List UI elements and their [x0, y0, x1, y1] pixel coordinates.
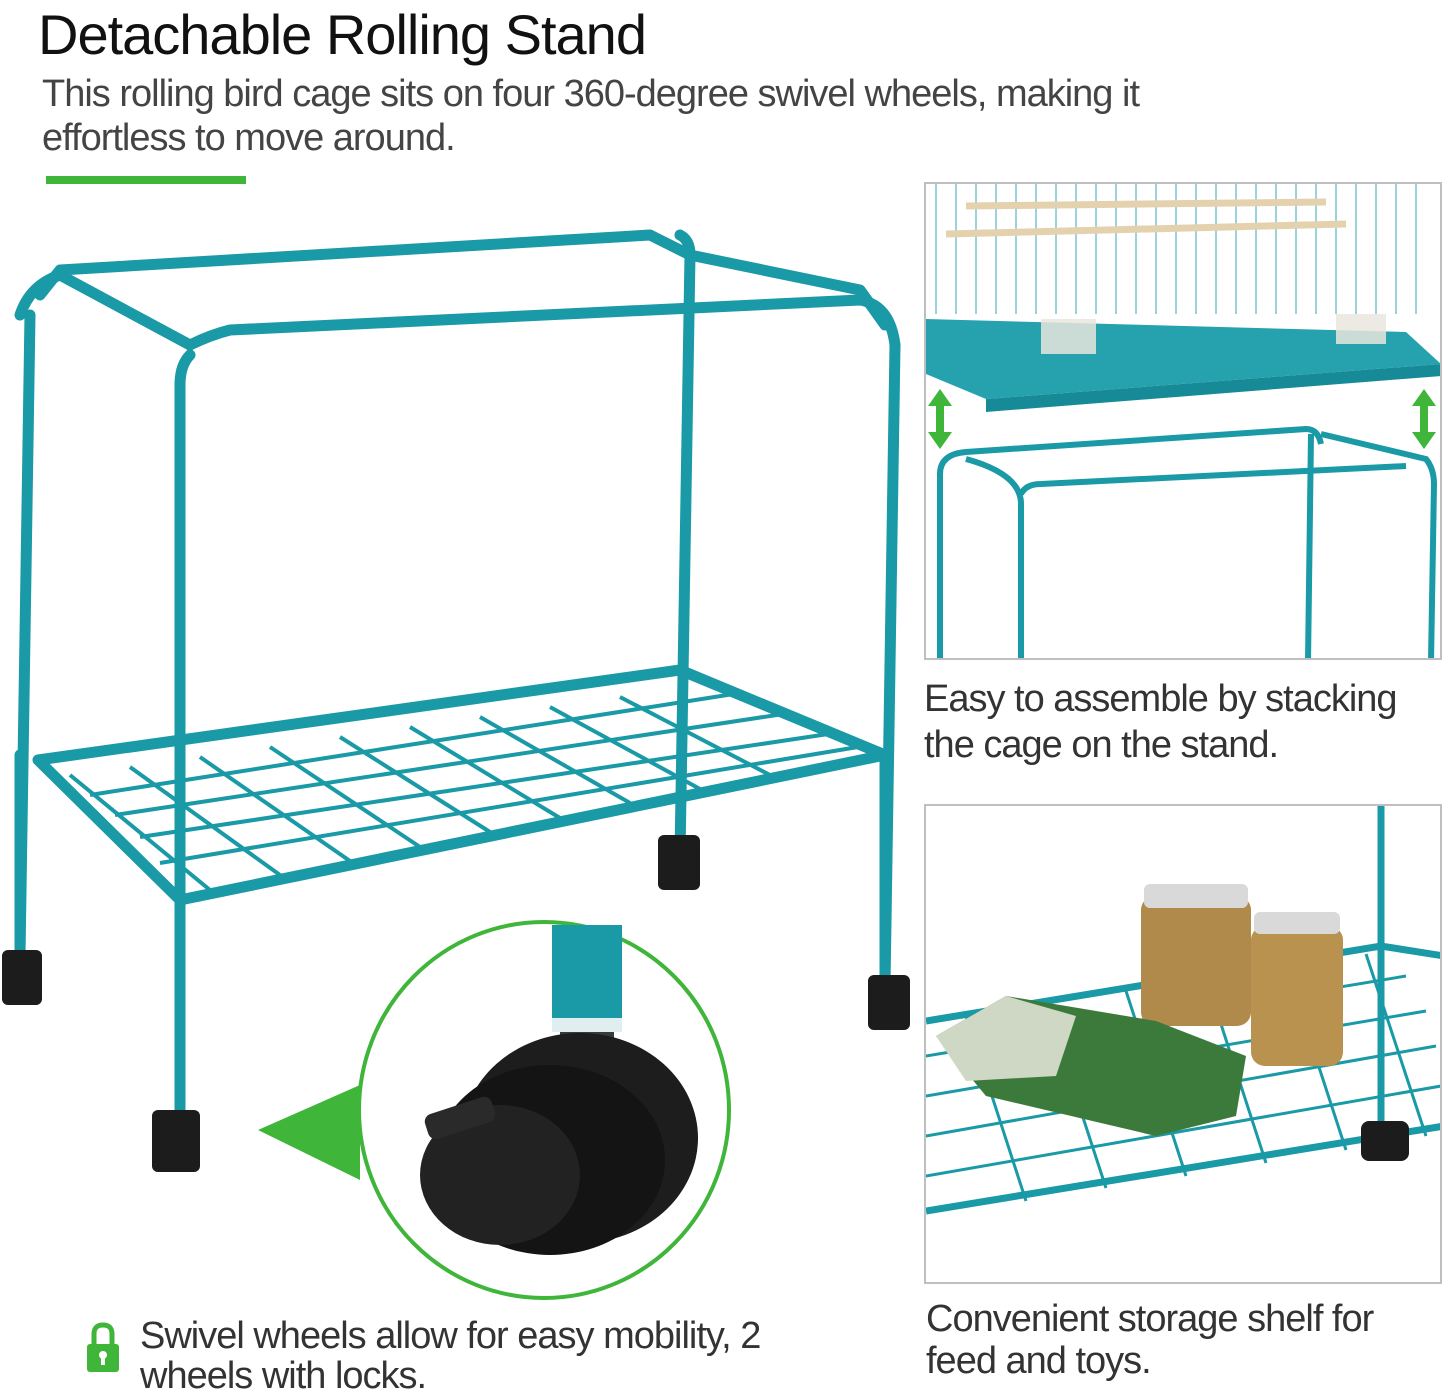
rolling-stand-illustration	[2, 229, 910, 1180]
jar-icon	[1141, 884, 1343, 1066]
page-subtitle: This rolling bird cage sits on four 360-…	[42, 73, 1140, 159]
storage-caption: Convenient storage shelf for feed and to…	[926, 1298, 1374, 1382]
swivel-wheel-zoom	[357, 920, 731, 1300]
stacking-photo-panel	[924, 182, 1442, 660]
lock-icon	[87, 1322, 119, 1372]
storage-shelf-photo-panel	[924, 804, 1442, 1284]
cage-on-stand-illustration	[926, 184, 1440, 658]
stacking-caption: Easy to assemble by stacking the cage on…	[924, 678, 1398, 766]
page-title: Detachable Rolling Stand	[38, 3, 647, 66]
storage-shelf-illustration	[926, 806, 1440, 1215]
wheel-caption: Swivel wheels allow for easy mobility, 2…	[140, 1315, 761, 1397]
up-down-arrow-icon	[928, 389, 1436, 449]
accent-divider	[46, 176, 246, 184]
